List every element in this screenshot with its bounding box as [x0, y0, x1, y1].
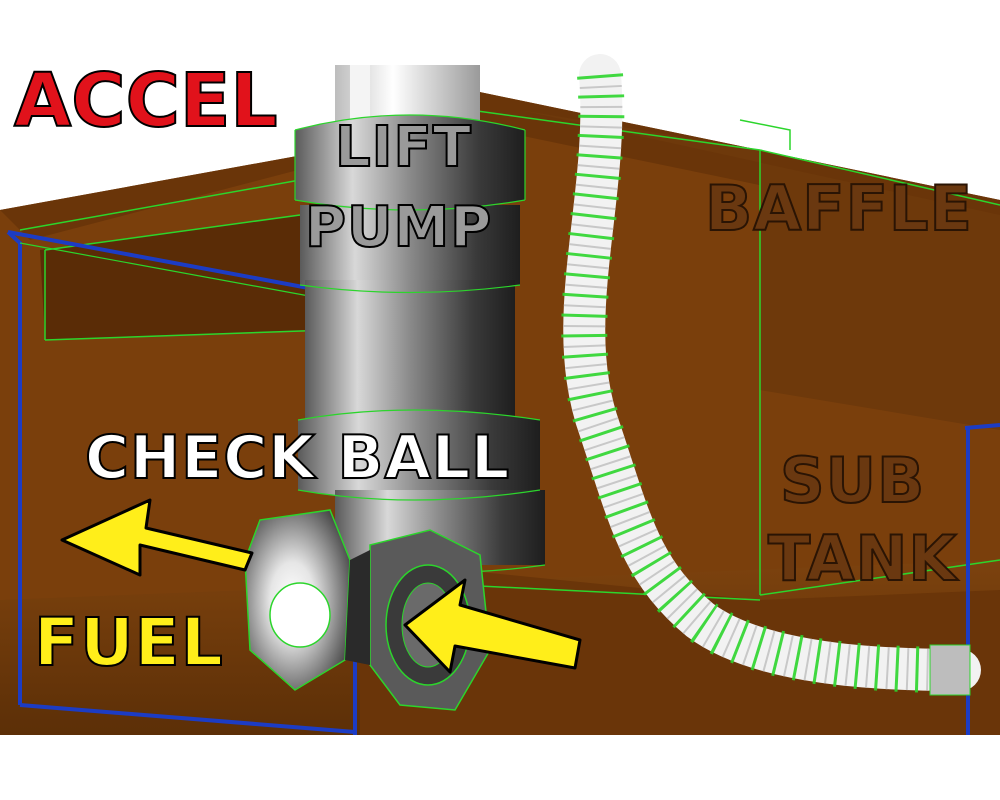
check-ball-label: CHECK BALL	[84, 423, 511, 493]
lift-pump	[294, 65, 546, 574]
sub-tank-label-line2: TANK	[767, 522, 958, 595]
fuel-out-arrow	[60, 498, 254, 577]
lift-pump-label-line2: PUMP	[304, 195, 493, 260]
brand-logo: ACCEL	[13, 57, 279, 145]
fuel-in-arrow	[403, 578, 582, 674]
fuel-label: FUEL	[33, 604, 224, 681]
lift-pump-label-line1: LIFT	[334, 115, 472, 180]
sub-tank-label-line1: SUB	[779, 444, 926, 517]
fuel-hose	[561, 54, 981, 696]
baffle-label: BAFFLE	[704, 172, 973, 245]
